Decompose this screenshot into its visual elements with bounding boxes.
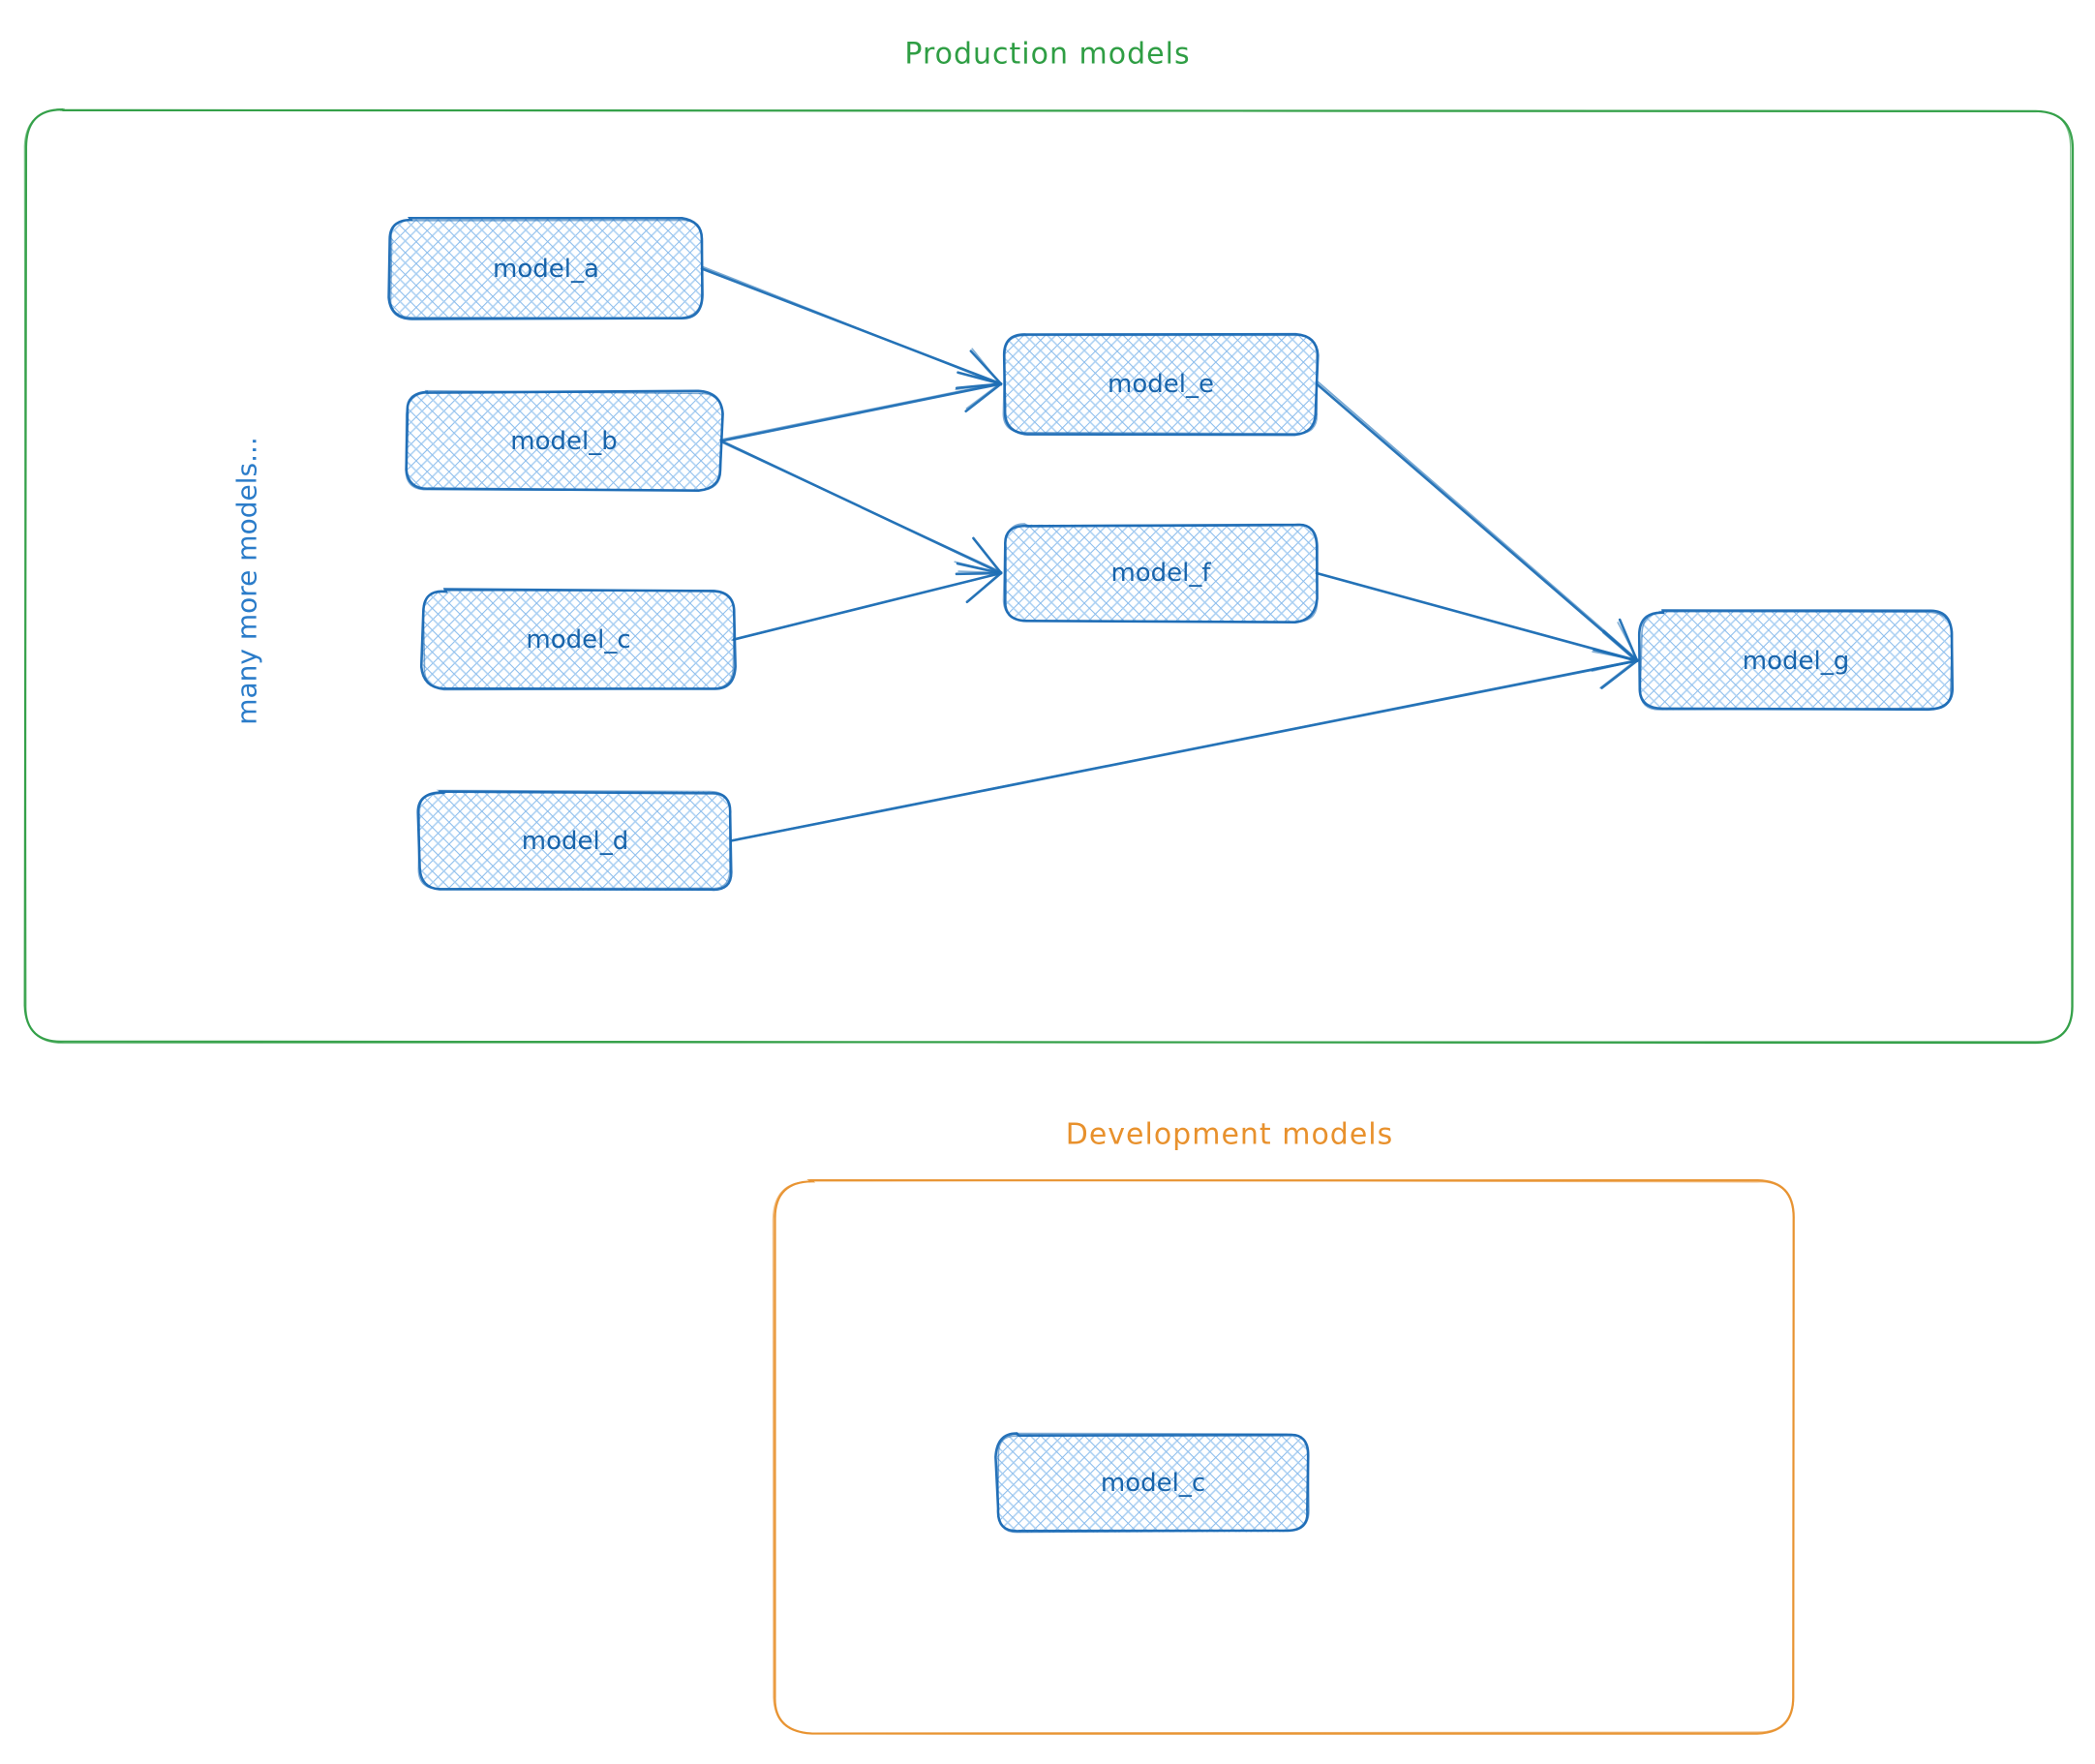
- node-model_e[interactable]: [1002, 332, 1320, 437]
- edge-model_a-to-model_e: [700, 265, 1003, 391]
- node-dev_model_c[interactable]: [994, 1432, 1310, 1534]
- edge-model_f-to-model_g: [1315, 571, 1640, 672]
- node-model_f[interactable]: [1002, 523, 1319, 623]
- node-model_c[interactable]: [419, 588, 737, 691]
- edges-layer: [700, 265, 1640, 842]
- many-more-models: many more models...: [230, 437, 263, 725]
- node-model_g[interactable]: [1637, 609, 1955, 712]
- group-title-production: Production models: [904, 37, 1191, 72]
- edge-model_e-to-model_g: [1315, 380, 1639, 662]
- node-model_d[interactable]: [416, 789, 733, 892]
- nodes-layer: [387, 217, 1955, 1534]
- group-box-development: [772, 1178, 1795, 1735]
- edge-model_c-to-model_f: [731, 561, 1003, 642]
- edge-model_b-to-model_f: [719, 440, 1003, 576]
- edge-model_d-to-model_g: [729, 648, 1640, 842]
- group-box-production: [23, 107, 2075, 1045]
- group-title-development: Development models: [1065, 1117, 1394, 1152]
- group-boxes-layer: [23, 107, 2075, 1735]
- node-model_b[interactable]: [405, 389, 724, 493]
- edge-model_b-to-model_e: [718, 371, 1003, 442]
- node-model_a[interactable]: [387, 217, 704, 320]
